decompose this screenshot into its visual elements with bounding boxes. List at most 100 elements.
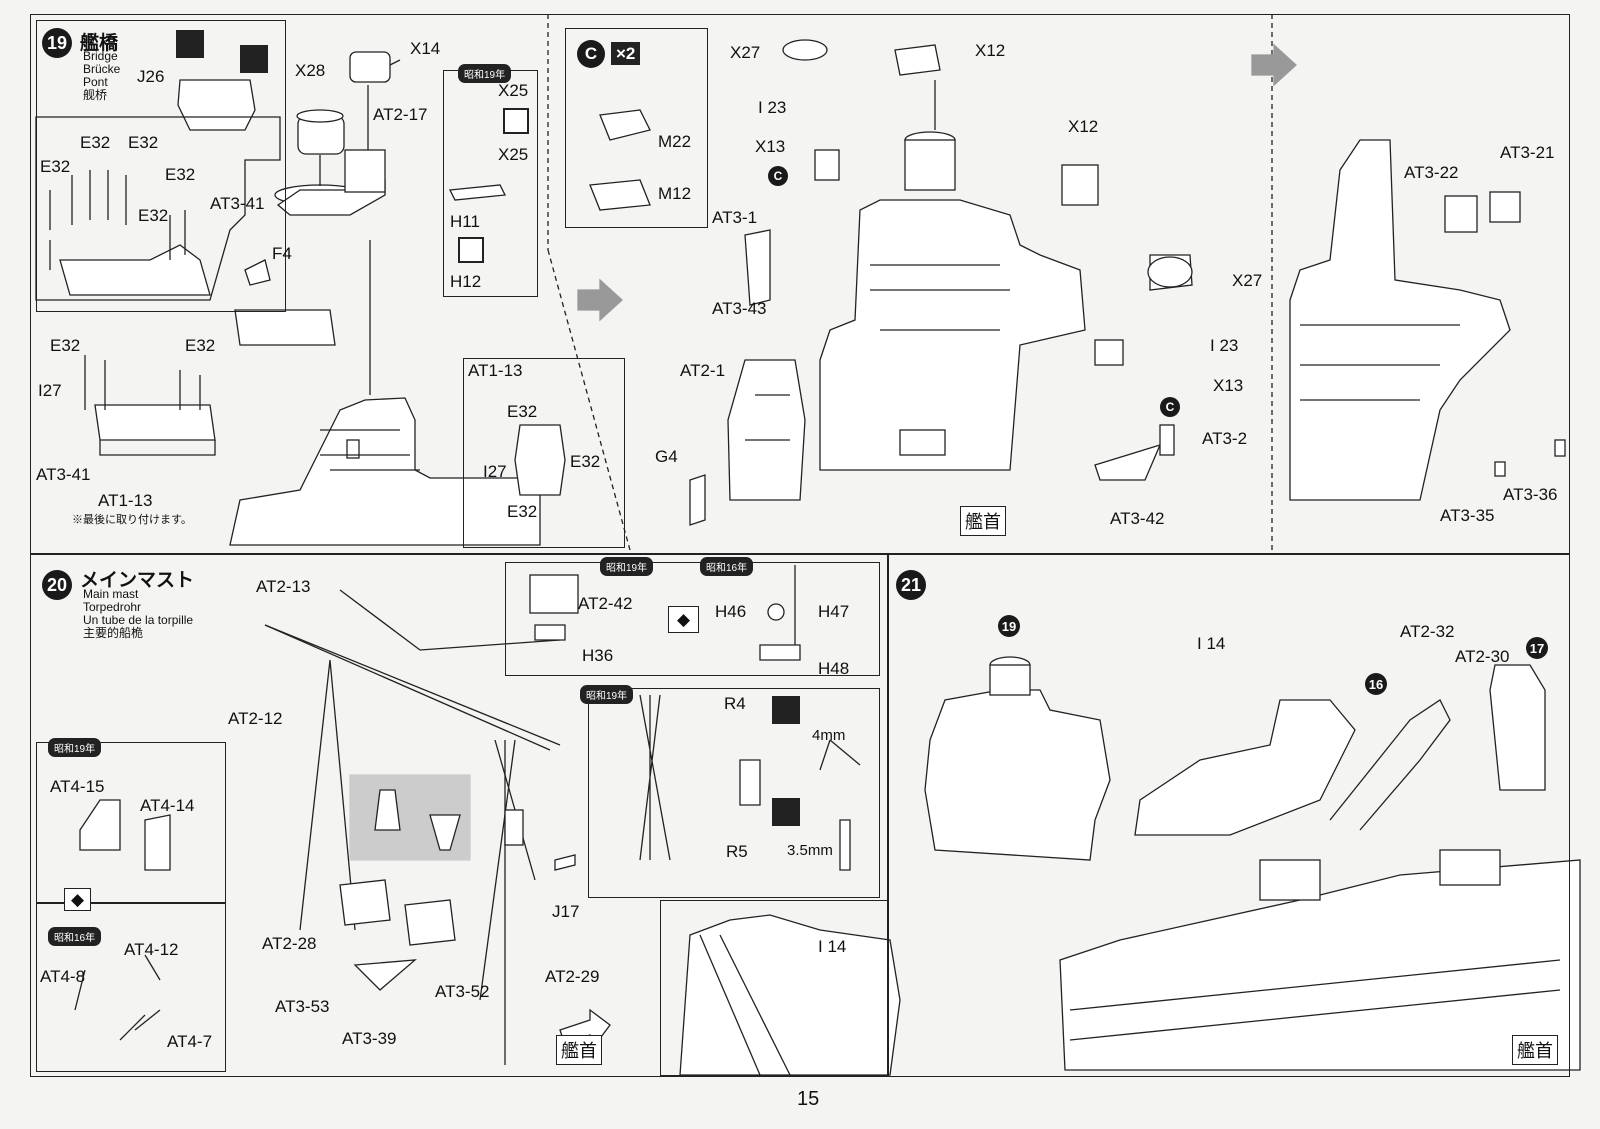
step-ref-19: 19 — [998, 615, 1020, 637]
label-i23: I 23 — [1210, 336, 1239, 355]
label-at3-22: AT3-22 — [1404, 163, 1459, 182]
sprue-c-icon: C — [577, 40, 605, 68]
label-i14: I 14 — [818, 937, 847, 956]
label-at2-30: AT2-30 — [1455, 647, 1510, 666]
etched-parts-icon — [772, 798, 800, 826]
label-e32: E32 — [128, 133, 159, 152]
label-at4-8: AT4-8 — [40, 967, 86, 986]
label-at3-36: AT3-36 — [1503, 485, 1558, 504]
label-e32: E32 — [80, 133, 111, 152]
label-at4-14: AT4-14 — [140, 796, 195, 815]
label-i27: I27 — [483, 462, 507, 481]
label-at3-42: AT3-42 — [1110, 509, 1165, 528]
label-h48: H48 — [818, 659, 850, 678]
label-j17: J17 — [552, 902, 580, 921]
label-at2-17: AT2-17 — [373, 105, 428, 124]
label-at3-1: AT3-1 — [712, 208, 758, 227]
label-h36: H36 — [582, 646, 614, 665]
step-19-number: 19 — [42, 28, 72, 58]
label-at4-15: AT4-15 — [50, 777, 105, 796]
label-g4: G4 — [655, 447, 678, 466]
inset-at1-13-detail — [463, 358, 625, 548]
inset-e32-box — [36, 20, 286, 312]
label-4mm: 4mm — [812, 727, 846, 744]
panel-step-19 — [30, 14, 1570, 554]
label-x27: X27 — [1232, 271, 1263, 290]
label-x28: X28 — [295, 61, 326, 80]
step-20-number: 20 — [42, 570, 72, 600]
label-at4-12: AT4-12 — [124, 940, 179, 959]
label-x13: X13 — [1213, 376, 1244, 395]
inset-ratline-box — [505, 562, 880, 676]
label-e32: E32 — [507, 402, 538, 421]
step-20-title-en: Main mast — [83, 587, 139, 601]
step-ref-17: 17 — [1526, 637, 1548, 659]
label-e32: E32 — [570, 452, 601, 471]
step-20-title-jp: メインマスト — [80, 570, 195, 591]
panel-step-20 — [30, 554, 888, 1077]
label-m22: M22 — [658, 132, 692, 151]
label-at3-43: AT3-43 — [712, 299, 767, 318]
panel-step-21 — [888, 554, 1570, 1077]
label-h47: H47 — [818, 602, 850, 621]
bow-direction-indicator: 艦首 — [1512, 1035, 1558, 1065]
label-e32: E32 — [507, 502, 538, 521]
label-i27: I27 — [38, 381, 62, 400]
hourglass-icon — [503, 108, 529, 134]
etched-parts-icon — [176, 30, 204, 58]
hourglass-icon — [458, 237, 484, 263]
era-badge-showa-19: 昭和19年 — [48, 738, 102, 757]
label-i14: I 14 — [1197, 634, 1226, 653]
label-at1-13: AT1-13 — [98, 491, 153, 510]
label-e32: E32 — [165, 165, 196, 184]
inset-era-16-mast-box — [36, 902, 226, 1072]
label-at3-53: AT3-53 — [275, 997, 330, 1016]
step-19-title-fr: Pont — [83, 75, 108, 89]
label-r4: R4 — [724, 694, 746, 713]
label-j26: J26 — [137, 67, 165, 86]
label-e32: E32 — [40, 157, 71, 176]
era-badge-showa-16: 昭和16年 — [48, 927, 102, 946]
label-h12: H12 — [450, 272, 482, 291]
label-at3-21: AT3-21 — [1500, 143, 1555, 162]
swap-indicator-icon: ◆ — [668, 606, 700, 633]
label-3-5mm: 3.5mm — [787, 842, 833, 859]
step-ref-16: 16 — [1365, 673, 1387, 695]
step-19-title-en: Bridge — [83, 49, 118, 63]
era-badge-showa-19: 昭和19年 — [600, 557, 654, 576]
label-at4-7: AT4-7 — [167, 1032, 213, 1051]
step-21-number: 21 — [896, 570, 926, 600]
label-at2-28: AT2-28 — [262, 934, 317, 953]
label-x25: X25 — [498, 81, 529, 100]
label-at2-1: AT2-1 — [680, 361, 726, 380]
step-20-title-de: Torpedrohr — [83, 600, 142, 614]
label-x12: X12 — [975, 41, 1006, 60]
label-attach-last-note: ※最後に取り付けます。 — [72, 514, 192, 526]
label-at3-41: AT3-41 — [210, 194, 265, 213]
bow-direction-indicator: 艦首 — [556, 1035, 602, 1065]
label-at3-2: AT3-2 — [1202, 429, 1248, 448]
label-r5: R5 — [726, 842, 748, 861]
era-badge-showa-19: 昭和19年 — [458, 64, 512, 83]
label-f4: F4 — [272, 244, 292, 263]
label-x27: X27 — [730, 43, 761, 62]
etched-parts-icon — [240, 45, 268, 73]
label-at3-52: AT3-52 — [435, 982, 490, 1001]
inset-section-detail — [660, 900, 888, 1076]
label-m12: M12 — [658, 184, 692, 203]
label-h46: H46 — [715, 602, 747, 621]
step-19-title-de: Brücke — [83, 62, 121, 76]
era-badge-showa-19: 昭和19年 — [580, 685, 634, 704]
label-x25: X25 — [498, 145, 529, 164]
inset-r4-r5-box — [588, 688, 880, 898]
label-x13: X13 — [755, 137, 786, 156]
inset-era-19-mast-box — [36, 742, 226, 904]
etched-parts-icon — [772, 696, 800, 724]
label-h11: H11 — [450, 212, 480, 231]
label-at2-42: AT2-42 — [578, 594, 633, 613]
label-at2-32: AT2-32 — [1400, 622, 1455, 641]
label-quantity-x2: ×2 — [611, 42, 641, 65]
swap-indicator-icon: ◆ — [64, 888, 92, 911]
label-e32: E32 — [185, 336, 216, 355]
